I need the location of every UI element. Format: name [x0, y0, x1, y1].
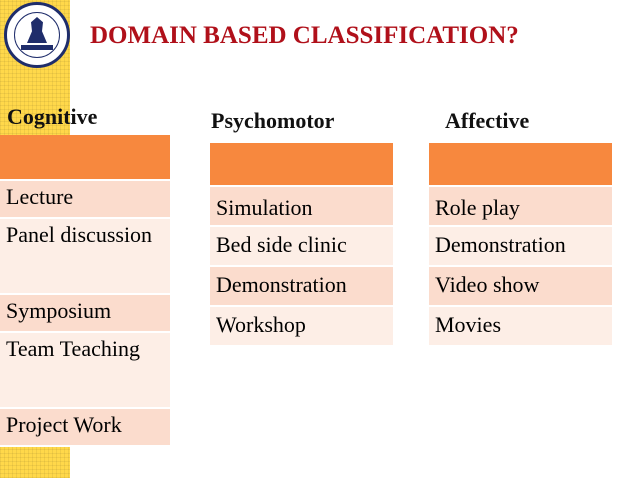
table-cell: Demonstration: [429, 227, 612, 267]
table-cell: Video show: [429, 267, 612, 307]
cognitive-header-cell: [0, 135, 170, 181]
psychomotor-table: Simulation Bed side clinic Demonstration…: [210, 143, 393, 347]
cognitive-heading: Cognitive: [7, 104, 98, 129]
logo-banner: [21, 45, 53, 50]
table-cell: Team Teaching: [0, 333, 170, 409]
table-cell: Role play: [429, 187, 612, 227]
psychomotor-header-cell: [210, 143, 393, 187]
cognitive-table: Lecture Panel discussion Symposium Team …: [0, 135, 170, 447]
table-cell: Panel discussion: [0, 219, 170, 295]
affective-heading: Affective: [445, 108, 530, 133]
affective-header-cell: [429, 143, 612, 187]
table-cell: Movies: [429, 307, 612, 347]
logo-ring: [14, 12, 60, 58]
affective-table: Role play Demonstration Video show Movie…: [429, 143, 612, 347]
table-cell: Bed side clinic: [210, 227, 393, 267]
logo-emblem-icon: [27, 17, 47, 43]
psychomotor-heading: Psychomotor: [211, 108, 335, 133]
table-cell: Workshop: [210, 307, 393, 347]
table-cell: Lecture: [0, 181, 170, 219]
table-cell: Project Work: [0, 409, 170, 447]
table-cell: Symposium: [0, 295, 170, 333]
college-logo: [4, 2, 70, 68]
slide-title: DOMAIN BASED CLASSIFICATION?: [90, 22, 519, 49]
table-cell: Simulation: [210, 187, 393, 227]
table-cell: Demonstration: [210, 267, 393, 307]
